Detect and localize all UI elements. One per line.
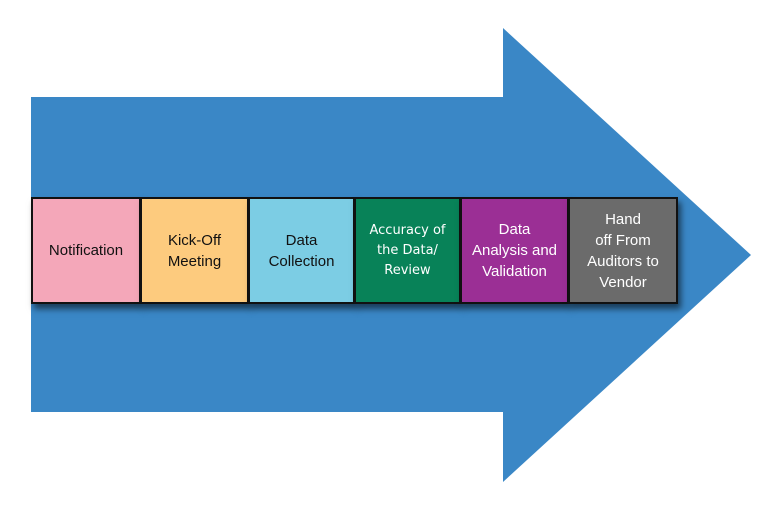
step-notification: Notification [31,197,141,304]
step-data-collection: Data Collection [248,197,355,304]
step-accuracy-review: Accuracy of the Data/ Review [354,197,461,304]
step-kick-off-meeting: Kick-Off Meeting [140,197,249,304]
step-data-analysis-validation: Data Analysis and Validation [460,197,569,304]
step-hand-off-to-vendor: Hand off From Auditors to Vendor [568,197,678,304]
